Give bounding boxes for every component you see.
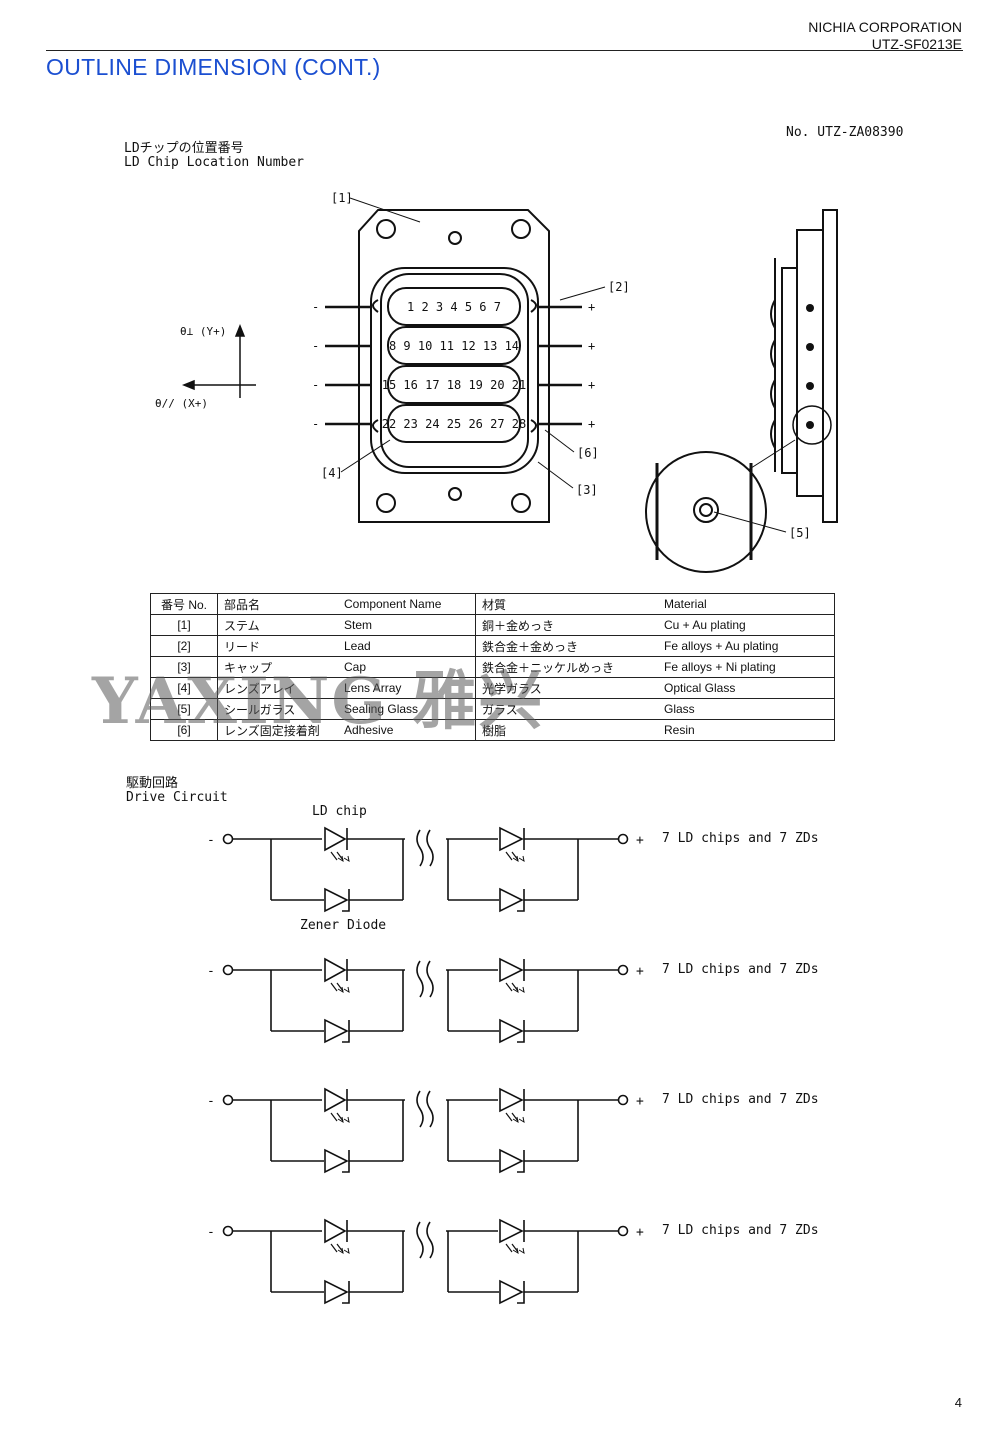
svg-text:-: -	[207, 1225, 215, 1240]
chip-row-1: 1 2 3 4 5 6 7	[407, 300, 501, 314]
circuit-row-2	[222, 958, 629, 1043]
page-number: 4	[954, 1395, 962, 1410]
section-title-en: LD Chip Location Number	[124, 155, 305, 170]
svg-text:+: +	[636, 1094, 644, 1109]
document-number: UTZ-SF0213E	[871, 36, 962, 52]
svg-text:-: -	[207, 1094, 215, 1109]
axis-y-label: θ⊥ (Y+)	[180, 325, 226, 338]
svg-text:+: +	[588, 339, 595, 353]
callout-6: [6]	[577, 446, 599, 460]
svg-text:-: -	[207, 833, 215, 848]
header-rule	[46, 50, 963, 51]
callout-4: [4]	[321, 466, 343, 480]
section-title-jp: LDチップの位置番号	[124, 141, 244, 156]
callout-3: [3]	[576, 483, 598, 497]
svg-text:+: +	[588, 378, 595, 392]
package-drawing: - - - - + + + + 1 2 3 4 5 6 7 8 9 10 11 …	[155, 191, 838, 573]
circuit-row-note: 7 LD chips and 7 ZDs	[662, 1223, 819, 1238]
table-header-row: 番号 No. 部品名 Component Name 材質 Material	[150, 593, 835, 615]
svg-text:+: +	[636, 1225, 644, 1240]
svg-text:-: -	[312, 378, 319, 392]
chip-row-2: 8 9 10 11 12 13 14	[389, 339, 519, 353]
chip-row-4: 22 23 24 25 26 27 28	[382, 417, 527, 431]
circuit-title-en: Drive Circuit	[126, 790, 228, 805]
header-material: Material	[658, 593, 835, 615]
circuit-row-note: 7 LD chips and 7 ZDs	[662, 1092, 819, 1107]
axis-x-label: θ// (X+)	[155, 397, 208, 410]
svg-text:+: +	[636, 964, 644, 979]
circuit-row-4	[222, 1219, 629, 1304]
svg-text:+: +	[588, 417, 595, 431]
circuit-row-3	[222, 1088, 629, 1173]
zener-diode-label: Zener Diode	[300, 918, 387, 933]
company-name: NICHIA CORPORATION	[808, 19, 962, 35]
callout-2: [2]	[608, 280, 630, 294]
header-component: Component Name	[338, 593, 476, 615]
circuit-row-1	[222, 827, 629, 912]
circuit-row-note: 7 LD chips and 7 ZDs	[662, 831, 819, 846]
chip-row-3: 15 16 17 18 19 20 21	[382, 378, 527, 392]
ld-chip-label: LD chip	[312, 804, 367, 819]
lead-minus-label: -	[312, 300, 319, 314]
callout-1: [1]	[331, 191, 353, 205]
svg-text:-: -	[312, 417, 319, 431]
watermark: YAXING 雅兴	[92, 664, 545, 739]
circuit-row-note: 7 LD chips and 7 ZDs	[662, 962, 819, 977]
svg-text:-: -	[312, 339, 319, 353]
drive-circuit-diagram: - + - + - + - +	[207, 827, 644, 1304]
svg-text:+: +	[636, 833, 644, 848]
lead-plus-label: +	[588, 300, 595, 314]
header-no: 番号 No.	[150, 593, 218, 615]
header-part-jp: 部品名	[217, 593, 338, 615]
drawing-number: No. UTZ-ZA08390	[786, 125, 904, 140]
circuit-title-jp: 駆動回路	[126, 776, 179, 791]
svg-text:-: -	[207, 964, 215, 979]
parts-table: 番号 No. 部品名 Component Name 材質 Material [1…	[150, 593, 835, 741]
stem-outline	[358, 209, 550, 523]
page-title: OUTLINE DIMENSION (CONT.)	[46, 54, 381, 80]
header-material-jp: 材質	[475, 593, 658, 615]
callout-5: [5]	[789, 526, 811, 540]
